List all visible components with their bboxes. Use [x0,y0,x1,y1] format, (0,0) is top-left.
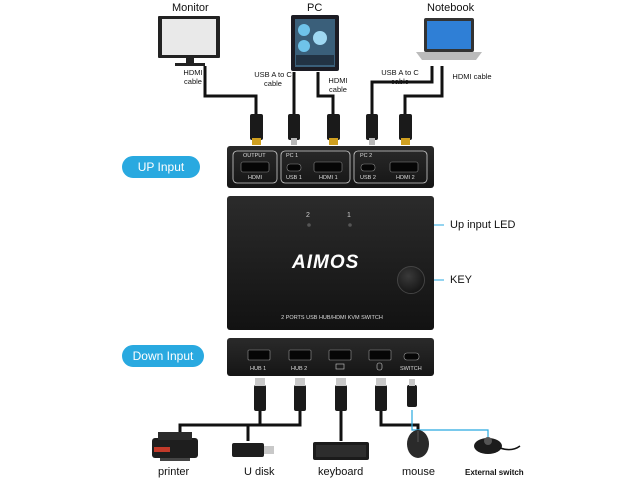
hub1-label: HUB 1 [250,366,267,372]
usb2-label: USB 2 [360,175,376,181]
usbc-plug [407,385,417,407]
output-label: OUTPUT [243,153,266,159]
udisk-label: U disk [244,466,275,478]
usb1-label: USB 1 [286,175,302,181]
external-switch-cable [411,410,489,438]
usb-tip [295,378,305,386]
usb-tip [376,378,386,386]
usb-tip [255,378,265,386]
printer-cable [178,410,302,438]
hdmi-tip [329,138,338,145]
usb-plug [375,385,387,411]
nb-hdmi-cable-label: HDMI cable [452,72,492,81]
hdmi-output-label: HDMI [248,175,263,181]
pc-usbc-plug [288,114,300,140]
monitor-hdmi-plug [250,114,263,140]
pc-usb-cable-label: USB A to C cable [254,70,292,88]
printer-label: printer [158,466,190,478]
nb-hdmi-plug [399,114,412,140]
monitor-label: Monitor [172,2,209,14]
down-input-badge: Down Input [122,345,204,367]
led-2-label: 2 [306,212,310,219]
led-1-label: 1 [347,212,351,219]
nb-hdmi-cable [403,66,444,122]
usbc-tip [409,379,415,386]
nb-usbc-plug [366,114,378,140]
key-callout-label: KEY [450,274,473,286]
hub2-label: HUB 2 [291,366,308,372]
key-button[interactable] [397,266,425,294]
monitor-hdmi-cable [203,66,258,122]
up-input-badge: UP Input [122,156,200,178]
monitor-hdmi-cable-label: HDMI cable [183,68,203,86]
usb-plug [254,385,266,411]
hdmi-tip [401,138,410,145]
pc-label: PC [307,2,323,14]
mouse-cable [379,410,420,433]
nb-usb-cable [370,66,434,122]
hdmi-tip [252,138,261,145]
usb-plug [335,385,347,411]
led-callout-label: Up input LED [450,219,516,231]
notebook-label: Notebook [427,2,475,14]
pc-hdmi-cable [316,72,335,122]
usb-plug [294,385,306,411]
pc-hdmi-plug [327,114,340,140]
nb-usb-cable-label: USB A to C cable [381,68,419,86]
usbc-tip [291,138,297,145]
external-switch-label: External switch [465,468,524,477]
keyboard-label: keyboard [318,466,364,478]
mouse-label: mouse [402,466,436,478]
pc1-label: PC 1 [286,153,299,159]
usbc-tip [369,138,375,145]
pc2-label: PC 2 [360,153,373,159]
product-caption: 2 PORTS USB HUB/HDMI KVM SWITCH [281,315,383,321]
usb-tip [336,378,346,386]
pc-hdmi-cable-label: HDMI cable [328,76,348,94]
hdmi1-label: HDMI 1 [319,175,338,181]
kvm-switch-front [227,196,434,330]
switch-label: SWITCH [400,366,422,372]
hdmi2-label: HDMI 2 [396,175,415,181]
brand-logo: AIMOS [292,252,360,273]
